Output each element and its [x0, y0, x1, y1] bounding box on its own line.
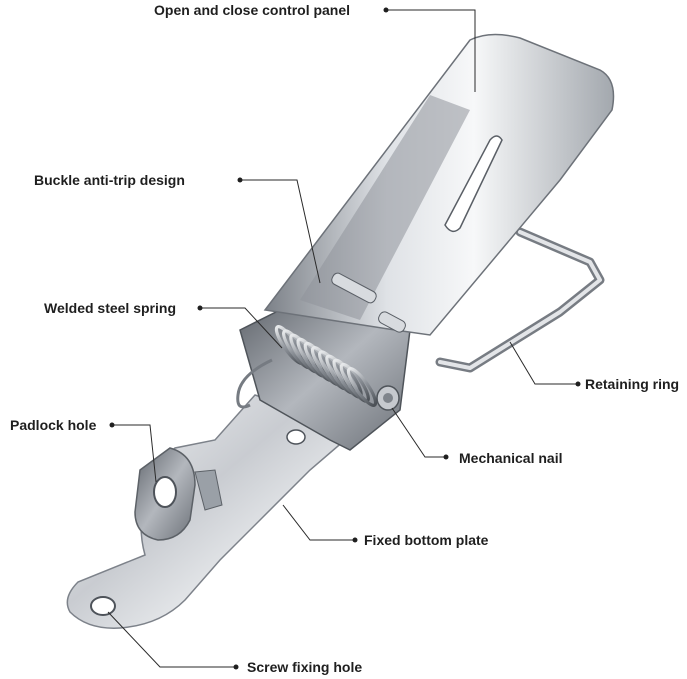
label-retaining-ring: Retaining ring	[585, 376, 680, 392]
padlock-hole-shape	[153, 476, 177, 508]
retaining-ring	[435, 227, 605, 373]
label-screw-hole: Screw fixing hole	[247, 659, 363, 675]
leader-bottom-plate	[282, 504, 355, 541]
mechanical-nail	[376, 385, 400, 411]
leader-lines	[107, 9, 578, 668]
leader-retaining-ring	[509, 341, 578, 385]
leader-anti-trip	[240, 179, 321, 284]
label-spring: Welded steel spring	[44, 300, 176, 316]
leader-dots	[109, 7, 581, 670]
leader-control-panel	[386, 9, 476, 92]
welded-steel-spring	[236, 325, 378, 409]
leader-spring	[200, 307, 283, 349]
leader-padlock	[112, 424, 157, 483]
fixed-bottom-plate	[66, 394, 346, 629]
label-anti-trip: Buckle anti-trip design	[34, 172, 185, 188]
label-control-panel: Open and close control panel	[154, 2, 351, 18]
screw-hole-shape	[90, 596, 116, 616]
label-bottom-plate: Fixed bottom plate	[364, 532, 489, 548]
leader-screw-hole	[107, 611, 236, 668]
label-mechanical-nail: Mechanical nail	[459, 450, 563, 466]
control-panel-lever	[263, 33, 615, 336]
spring-coil	[346, 367, 378, 407]
label-padlock: Padlock hole	[10, 417, 97, 433]
leader-mechanical-nail	[391, 407, 446, 458]
